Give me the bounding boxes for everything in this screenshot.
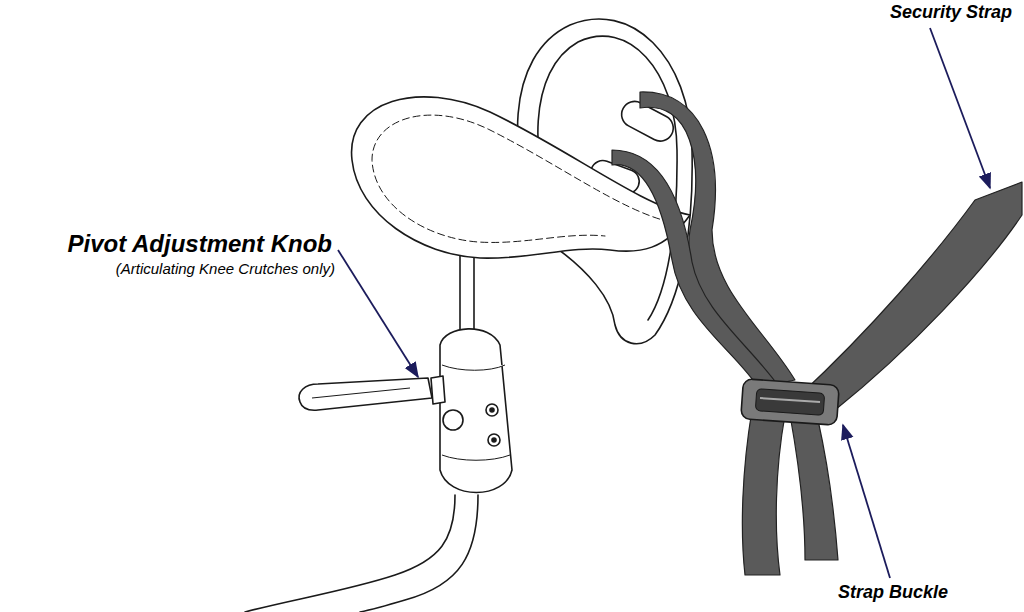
- post: [460, 255, 474, 330]
- knob-hub: [431, 376, 445, 404]
- security-strap: [800, 182, 1022, 410]
- strap-buckle: [741, 379, 840, 426]
- leader-line: [338, 250, 418, 377]
- security-strap-end: [742, 410, 785, 575]
- clamp-screw: [490, 408, 494, 412]
- shell-seam: [372, 115, 670, 242]
- leader-line: [930, 28, 990, 188]
- part-label: Security Strap: [890, 2, 1012, 23]
- part-label: Strap Buckle: [838, 582, 948, 603]
- note-label: (Articulating Knee Crutches only): [116, 260, 335, 277]
- leader-line: [843, 425, 890, 578]
- clamp-hole: [443, 410, 463, 430]
- clamp-screw: [492, 438, 496, 442]
- clamp-screw: [488, 434, 500, 446]
- pivot-knob-lever: [299, 378, 432, 410]
- clamp-seam: [442, 365, 510, 460]
- clamp-body: [440, 329, 512, 493]
- security-strap-loop: [612, 150, 780, 390]
- clamp-screw: [486, 404, 498, 416]
- base-tube: [360, 495, 478, 612]
- knob-slot: [312, 388, 410, 398]
- security-strap-end: [790, 415, 838, 560]
- front-shell: [352, 97, 690, 258]
- part-label: Pivot Adjustment Knob: [68, 230, 332, 258]
